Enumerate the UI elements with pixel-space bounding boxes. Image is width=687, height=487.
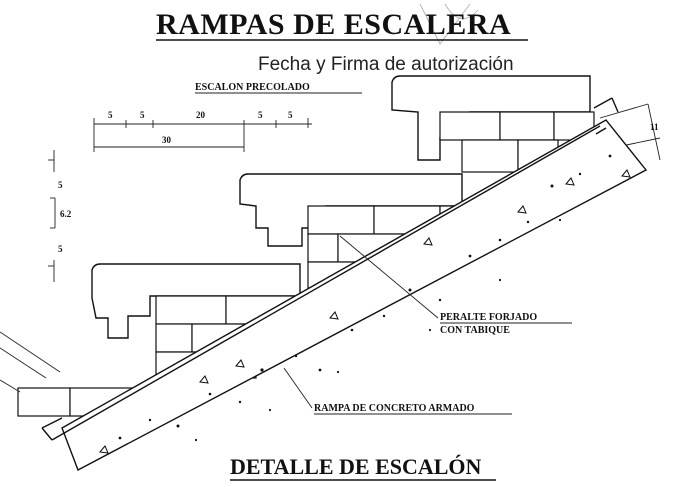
- dim-5-c: 5: [258, 110, 263, 120]
- concrete-triangles: [99, 169, 631, 454]
- precast-steps: [91, 75, 591, 339]
- ground-hatch: [0, 331, 61, 393]
- step-top: [391, 75, 591, 161]
- step-middle: [239, 173, 463, 247]
- precast-step-label: ESCALON PRECOLADO: [195, 82, 310, 93]
- dim-5-d: 5: [288, 110, 293, 120]
- detail-caption: DETALLE DE ESCALÓN: [230, 454, 482, 479]
- dim-30: 30: [162, 135, 172, 145]
- dim-v-5-a: 5: [58, 180, 63, 190]
- step-bottom: [91, 263, 301, 339]
- dim-5-b: 5: [140, 110, 145, 120]
- dim-v-5-b: 5: [58, 244, 63, 254]
- rampa-leader: [283, 367, 313, 409]
- left-dimensions: 5 6.2 5: [48, 150, 72, 282]
- peralte-label-1: PERALTE FORJADO: [440, 312, 537, 323]
- stamp-watermark: [419, 3, 479, 45]
- dim-20: 20: [196, 110, 206, 120]
- rampa-label: RAMPA DE CONCRETO ARMADO: [314, 403, 475, 414]
- dim-11: 11: [650, 122, 659, 132]
- authorization-caption: Fecha y Firma de autorización: [258, 54, 514, 75]
- dim-5-a: 5: [108, 110, 113, 120]
- dim-v-6-2: 6.2: [60, 209, 72, 219]
- peralte-label-2: CON TABIQUE: [440, 325, 510, 336]
- concrete-aggregate: [118, 154, 612, 442]
- peralte-leader: [339, 235, 439, 319]
- top-dimensions: 5 5 20 5 5 30: [93, 110, 312, 152]
- page-title: RAMPAS DE ESCALERA: [156, 8, 511, 41]
- concrete-ramp: [41, 97, 648, 471]
